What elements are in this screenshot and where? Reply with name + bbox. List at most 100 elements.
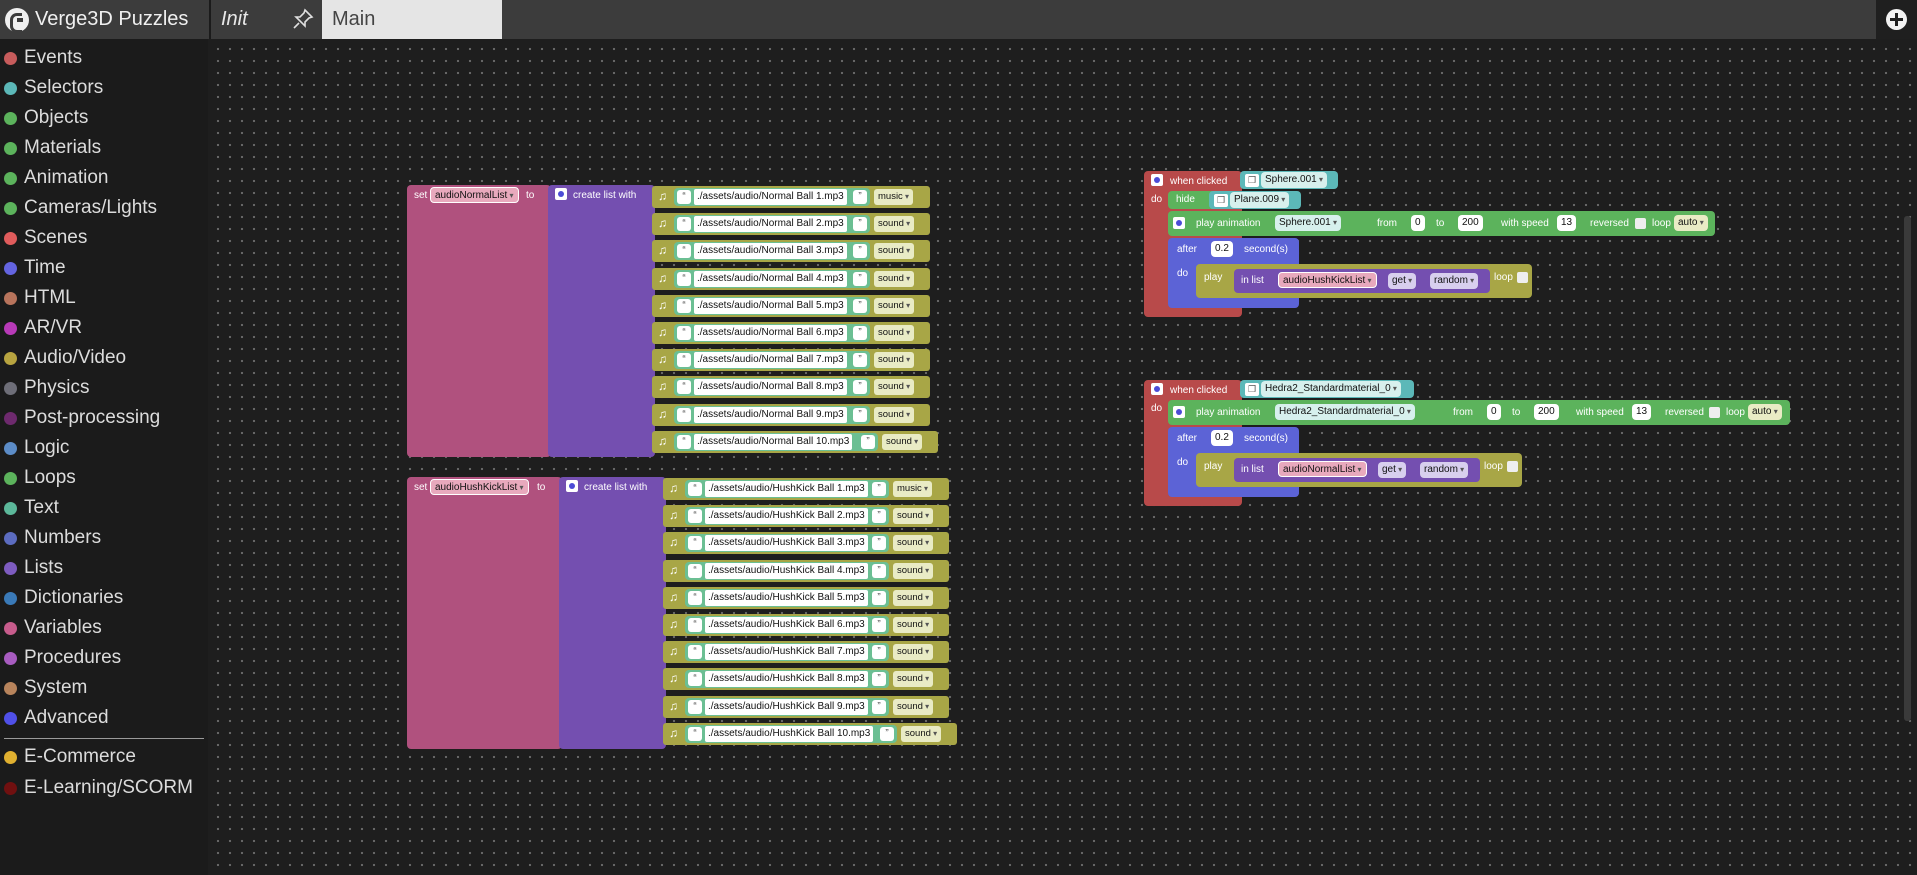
category-variables[interactable]: Variables [0,613,208,643]
audio-item-block[interactable]: ♫“./assets/audio/HushKick Ball 2.mp3”sou… [663,505,949,528]
audio-item-block[interactable]: ♫“./assets/audio/HushKick Ball 10.mp3”so… [663,722,957,745]
category-scenes[interactable]: Scenes [0,223,208,253]
audio-item-block[interactable]: ♫“./assets/audio/HushKick Ball 9.mp3”sou… [663,695,949,718]
text-string-block[interactable]: “./assets/audio/HushKick Ball 3.mp3” [685,534,889,553]
audio-type-dropdown[interactable]: music [874,189,914,205]
audio-path-field[interactable]: ./assets/audio/Normal Ball 4.mp3 [694,270,847,287]
category-lists[interactable]: Lists [0,553,208,583]
category-loops[interactable]: Loops [0,463,208,493]
audio-type-dropdown[interactable]: sound [874,379,915,396]
list-mutator-gear-icon[interactable] [566,480,578,492]
category-selectors[interactable]: Selectors [0,73,208,103]
category-dictionaries[interactable]: Dictionaries [0,583,208,613]
set-variable-block[interactable]: set audioHushKickList to [407,477,562,749]
audio-path-field[interactable]: ./assets/audio/HushKick Ball 9.mp3 [705,698,868,715]
animation-gear-icon[interactable] [1173,406,1185,418]
speed-field[interactable]: 13 [1557,215,1577,231]
create-list-block[interactable]: create list with [548,185,655,457]
text-string-block[interactable]: “./assets/audio/HushKick Ball 10.mp3” [685,724,897,743]
audio-path-field[interactable]: ./assets/audio/Normal Ball 5.mp3 [694,297,847,314]
audio-path-field[interactable]: ./assets/audio/Normal Ball 1.mp3 [694,189,847,205]
play-animation-block[interactable]: play animation Hedra2_Standardmaterial_0… [1168,400,1790,425]
audio-item-block[interactable]: ♫“./assets/audio/Normal Ball 2.mp3”sound [652,213,930,236]
event-gear-icon[interactable] [1151,383,1163,395]
audio-item-block[interactable]: ♫“./assets/audio/Normal Ball 1.mp3”music [652,186,930,208]
random-mode-dropdown[interactable]: random [1420,462,1469,478]
audio-type-dropdown[interactable]: sound [874,297,915,314]
audio-type-dropdown[interactable]: sound [893,508,934,525]
audio-item-block[interactable]: ♫“./assets/audio/HushKick Ball 7.mp3”sou… [663,641,949,664]
event-gear-icon[interactable] [1151,174,1163,186]
object-field[interactable]: Hedra2_Standardmaterial_0 [1261,381,1401,397]
audio-path-field[interactable]: ./assets/audio/Normal Ball 2.mp3 [694,216,847,233]
loop-mode-dropdown[interactable]: auto [1674,215,1708,231]
object-selector[interactable]: ❒ Sphere.001 [1240,171,1338,189]
category-events[interactable]: Events [0,43,208,73]
category-post-processing[interactable]: Post-processing [0,403,208,433]
audio-type-dropdown[interactable]: sound [874,216,915,233]
object-selector[interactable]: ❒ Hedra2_Standardmaterial_0 [1240,380,1414,398]
audio-item-block[interactable]: ♫“./assets/audio/Normal Ball 8.mp3”sound [652,376,930,399]
audio-path-field[interactable]: ./assets/audio/HushKick Ball 5.mp3 [705,589,868,606]
category-e-commerce[interactable]: E-Commerce [0,742,208,772]
category-procedures[interactable]: Procedures [0,643,208,673]
audio-path-field[interactable]: ./assets/audio/HushKick Ball 7.mp3 [705,644,868,661]
audio-path-field[interactable]: ./assets/audio/Normal Ball 6.mp3 [694,325,847,341]
get-mode-dropdown[interactable]: get [1388,273,1417,289]
text-string-block[interactable]: “./assets/audio/HushKick Ball 9.mp3” [685,697,889,716]
audio-type-dropdown[interactable]: sound [874,406,915,423]
variable-field[interactable]: audioNormalList [430,187,519,203]
text-string-block[interactable]: “./assets/audio/HushKick Ball 5.mp3” [685,588,889,607]
audio-path-field[interactable]: ./assets/audio/Normal Ball 8.mp3 [694,379,847,396]
audio-path-field[interactable]: ./assets/audio/Normal Ball 9.mp3 [694,406,847,423]
category-time[interactable]: Time [0,253,208,283]
audio-type-dropdown[interactable]: sound [901,725,942,742]
audio-type-dropdown[interactable]: sound [893,535,934,552]
to-field[interactable]: 200 [1534,404,1559,420]
audio-type-dropdown[interactable]: music [893,481,933,497]
workspace-vertical-scrollbar[interactable] [1904,216,1911,721]
delay-field[interactable]: 0.2 [1211,241,1233,257]
audio-item-block[interactable]: ♫“./assets/audio/Normal Ball 6.mp3”sound [652,322,930,344]
audio-type-dropdown[interactable]: sound [874,325,915,341]
set-variable-block[interactable]: set audioNormalList to [407,185,551,457]
text-string-block[interactable]: “./assets/audio/Normal Ball 10.mp3” [674,432,878,451]
random-mode-dropdown[interactable]: random [1430,273,1479,289]
from-field[interactable]: 0 [1487,404,1501,420]
text-string-block[interactable]: “./assets/audio/Normal Ball 1.mp3” [674,188,870,206]
object-field[interactable]: Sphere.001 [1261,172,1327,188]
audio-item-block[interactable]: ♫“./assets/audio/HushKick Ball 1.mp3”mus… [663,478,949,500]
category-text[interactable]: Text [0,493,208,523]
audio-type-dropdown[interactable]: sound [893,562,934,579]
audio-type-dropdown[interactable]: sound [874,352,915,369]
list-get-block[interactable]: in list audioNormalList get random [1234,458,1480,482]
category-logic[interactable]: Logic [0,433,208,463]
category-animation[interactable]: Animation [0,163,208,193]
list-mutator-gear-icon[interactable] [555,188,567,200]
audio-type-dropdown[interactable]: sound [893,671,934,688]
category-objects[interactable]: Objects [0,103,208,133]
category-html[interactable]: HTML [0,283,208,313]
reversed-checkbox[interactable] [1635,218,1646,229]
text-string-block[interactable]: “./assets/audio/HushKick Ball 6.mp3” [685,616,889,634]
category-e-learning-scorm[interactable]: E-Learning/SCORM [0,773,208,803]
audio-path-field[interactable]: ./assets/audio/HushKick Ball 2.mp3 [705,508,868,525]
text-string-block[interactable]: “./assets/audio/Normal Ball 3.mp3” [674,242,870,261]
audio-type-dropdown[interactable]: sound [882,433,923,450]
loop-checkbox[interactable] [1507,461,1518,472]
category-numbers[interactable]: Numbers [0,523,208,553]
audio-item-block[interactable]: ♫“./assets/audio/HushKick Ball 5.mp3”sou… [663,586,949,609]
app-brand[interactable]: Verge3D Puzzles [0,0,208,39]
list-variable-field[interactable]: audioNormalList [1278,461,1367,477]
text-string-block[interactable]: “./assets/audio/Normal Ball 2.mp3” [674,215,870,234]
speed-field[interactable]: 13 [1632,404,1652,420]
category-physics[interactable]: Physics [0,373,208,403]
audio-path-field[interactable]: ./assets/audio/HushKick Ball 1.mp3 [705,481,868,497]
category-ar-vr[interactable]: AR/VR [0,313,208,343]
audio-path-field[interactable]: ./assets/audio/Normal Ball 10.mp3 [694,433,853,450]
audio-item-block[interactable]: ♫“./assets/audio/Normal Ball 9.mp3”sound [652,403,930,426]
audio-path-field[interactable]: ./assets/audio/Normal Ball 3.mp3 [694,243,847,260]
category-cameras-lights[interactable]: Cameras/Lights [0,193,208,223]
audio-path-field[interactable]: ./assets/audio/HushKick Ball 6.mp3 [705,617,868,633]
audio-item-block[interactable]: ♫“./assets/audio/Normal Ball 3.mp3”sound [652,240,930,263]
